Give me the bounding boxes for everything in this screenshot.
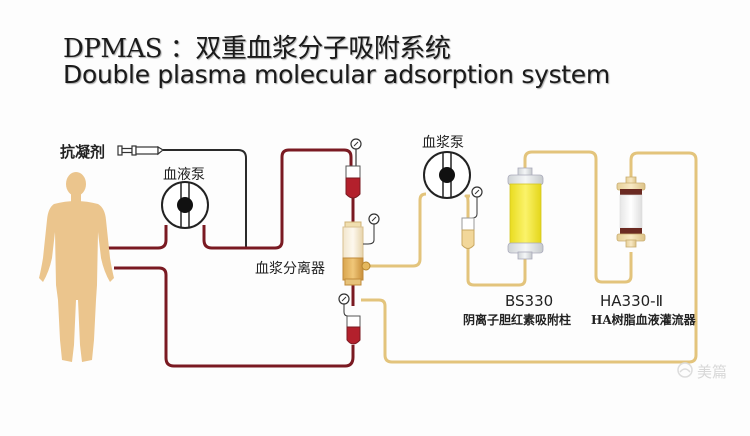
- plasma-line-pump-to-bs330: [464, 194, 527, 287]
- blood-line-group: [107, 148, 355, 368]
- anticoagulant-label: 抗凝剂: [60, 143, 106, 161]
- blood-line-pump-to-separator: [202, 148, 353, 250]
- bs330-code: BS330: [505, 292, 554, 310]
- drip-chamber-arterial: [345, 165, 361, 199]
- title-line-2: Double plasma molecular adsorption syste…: [63, 60, 610, 89]
- ha330-code: HA330-Ⅱ: [600, 292, 663, 310]
- drip-chamber-venous: [338, 293, 361, 345]
- bs330-column-icon: [507, 167, 544, 260]
- plasma-pump-icon: [423, 151, 471, 199]
- ha330-description: HA树脂血液灌流器: [591, 313, 696, 327]
- plasma-line-separator-to-pump: [368, 192, 427, 268]
- anticoagulant-line: [163, 149, 247, 249]
- plasma-separator-icon: [342, 213, 380, 286]
- plasma-drip-chamber: [461, 186, 483, 249]
- blood-line-out: [107, 225, 168, 250]
- ha330-column-icon: [616, 176, 646, 248]
- blood-pump-icon: [161, 181, 209, 229]
- plasma-line-group: [361, 150, 698, 364]
- plasma-line-bs330-to-ha: [523, 150, 633, 284]
- blood-line-return: [114, 266, 355, 368]
- patient-body-icon: [39, 172, 114, 362]
- blood-pump-label: 血液泵: [163, 167, 205, 183]
- anticoagulant-syringe-icon: [117, 145, 165, 156]
- title-line-1: DPMAS ：双重血浆分子吸附系统: [63, 34, 451, 64]
- plasma-pump-label: 血浆泵: [422, 135, 464, 151]
- pressure-gauge-icon: [350, 138, 362, 166]
- watermark-logo-icon: [677, 362, 693, 378]
- bs330-description: 阴离子胆红素吸附柱: [463, 313, 572, 327]
- watermark-text: 美篇: [697, 363, 728, 381]
- plasma-line-ha-return: [361, 151, 698, 364]
- plasma-separator-label: 血浆分离器: [255, 261, 325, 277]
